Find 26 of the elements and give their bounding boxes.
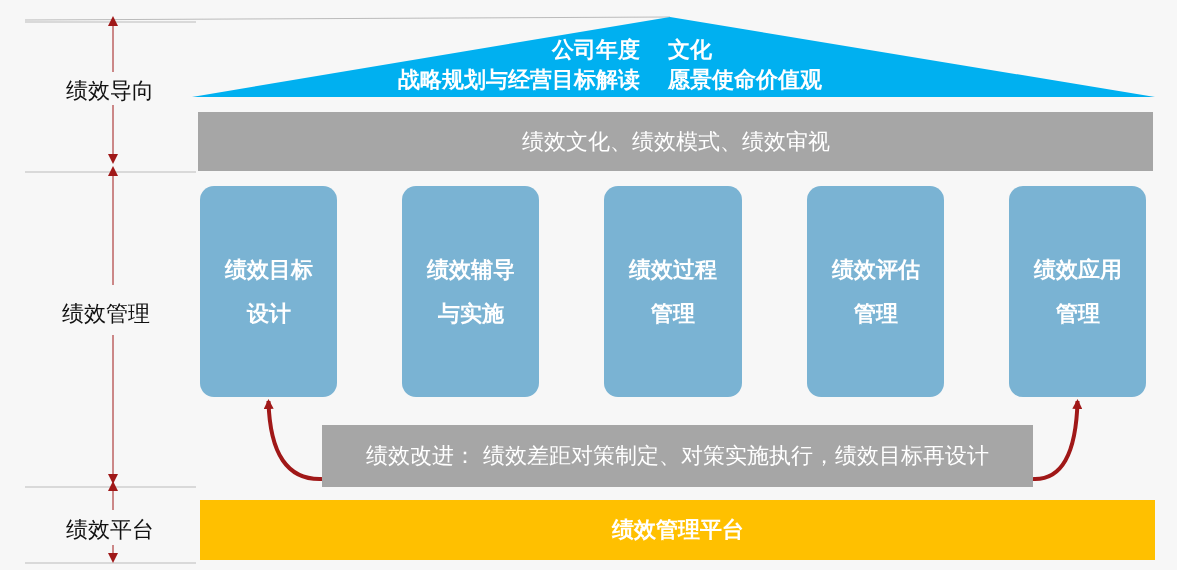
node-label: 绩效评估管理 [830, 255, 921, 328]
node-label: 绩效文化、绩效模式、绩效审视 [521, 127, 830, 156]
pillar-box [402, 186, 539, 397]
section-label: 绩效管理 [62, 300, 150, 328]
pillar-box [604, 186, 742, 397]
improvement-box [322, 425, 1033, 487]
node-label: 绩效管理平台 [611, 516, 744, 544]
node-label: 绩效过程管理 [627, 255, 718, 328]
curved-arrow [1032, 399, 1083, 481]
node-label: 绩效应用管理 [1032, 255, 1123, 328]
roof-triangle [192, 17, 1155, 97]
roof-text: 战略规划与经营目标解读 [398, 66, 640, 94]
platform-bar [200, 500, 1155, 560]
pillar-box [1009, 186, 1146, 397]
section-label: 绩效平台 [66, 516, 154, 544]
culture-band [198, 112, 1153, 171]
pillar-box [200, 186, 337, 397]
curved-arrow [263, 399, 323, 481]
node-label: 绩效辅导与实施 [425, 255, 516, 328]
roof-text: 愿景使命价值观 [668, 66, 822, 94]
node-label: 绩效目标设计 [223, 255, 314, 328]
pillar-box [807, 186, 944, 397]
roof-text: 文化 [668, 36, 713, 64]
roof-text: 公司年度 [550, 36, 640, 64]
section-label: 绩效导向 [66, 77, 154, 105]
node-label: 绩效改进： 绩效差距对策制定、对策实施执行，绩效目标再设计 [366, 442, 989, 470]
